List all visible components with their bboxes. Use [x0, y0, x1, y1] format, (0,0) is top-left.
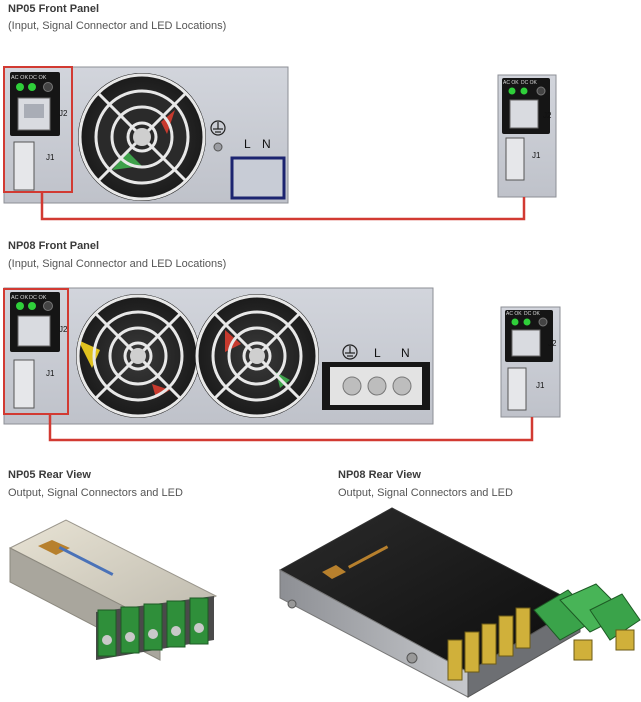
np05-detail-j1: J1	[532, 151, 541, 160]
np08-terminal-block	[322, 362, 430, 410]
ground-symbol	[210, 120, 226, 136]
np08-ground-symbol	[342, 344, 358, 360]
led-ac-ok	[16, 83, 24, 91]
np08-detail-j1: J1	[536, 381, 545, 390]
np05-line-label: L	[244, 137, 251, 151]
np08-fan-left	[76, 294, 200, 418]
np05-detail-led-dc: DC OK	[521, 80, 538, 86]
np08-detail-j2: J2	[548, 339, 557, 348]
np05-front-subtitle: (Input, Signal Connector and LED Locatio…	[8, 20, 227, 32]
np08-neutral-label: N	[401, 346, 410, 360]
np08-callout-box	[3, 288, 69, 415]
np05-fan	[78, 73, 206, 201]
np05-front-title: NP05 Front Panel	[8, 3, 100, 15]
np08-front-panel: AC OK DC OK J2 J1	[3, 287, 434, 425]
np05-rear-image	[8, 519, 218, 661]
np08-rear-title: NP08 Rear View	[338, 469, 421, 481]
np05-callout-box	[3, 66, 73, 193]
np08-rear-subtitle: Output, Signal Connectors and LED	[338, 487, 513, 499]
np08-connector-module	[10, 292, 60, 409]
np08-connector-detail: AC OK DC OK J2 J1	[500, 306, 561, 418]
np08-callout-line	[48, 414, 534, 442]
np08-j2-label: J2	[59, 325, 68, 334]
np08-fan-right	[195, 294, 319, 418]
np05-led-label-ac: AC OK	[11, 75, 28, 81]
np05-ac-terminal	[230, 156, 286, 200]
np08-front-title: NP08 Front Panel	[8, 240, 100, 252]
led-dc-ok	[28, 83, 36, 91]
np08-front-subtitle: (Input, Signal Connector and LED Locatio…	[8, 258, 227, 270]
np08-rear-image	[278, 507, 641, 698]
np08-led-label-dc: DC OK	[29, 295, 47, 301]
np05-connector-module	[10, 72, 60, 191]
np08-j1-label: J1	[46, 369, 55, 378]
np05-front-panel: AC OK DC OK J2 J1	[3, 66, 289, 204]
np08-led-label-ac: AC OK	[11, 295, 28, 301]
np08-detail-led-dc: DC OK	[524, 311, 541, 317]
np05-neutral-label: N	[262, 137, 271, 151]
np05-led-label-dc: DC OK	[29, 75, 47, 81]
np05-connector-detail: AC OK DC OK J2 J1	[497, 74, 557, 198]
np05-rear-subtitle: Output, Signal Connectors and LED	[8, 487, 183, 499]
np05-callout-line	[40, 192, 526, 221]
np05-detail-j2: J2	[543, 111, 552, 120]
np05-j2-label: J2	[59, 109, 68, 118]
np08-line-label: L	[374, 346, 381, 360]
np08-detail-led-ac: AC OK	[506, 311, 522, 317]
np05-detail-led-ac: AC OK	[503, 80, 519, 86]
np05-rear-title: NP05 Rear View	[8, 469, 91, 481]
np05-j1-label: J1	[46, 153, 55, 162]
